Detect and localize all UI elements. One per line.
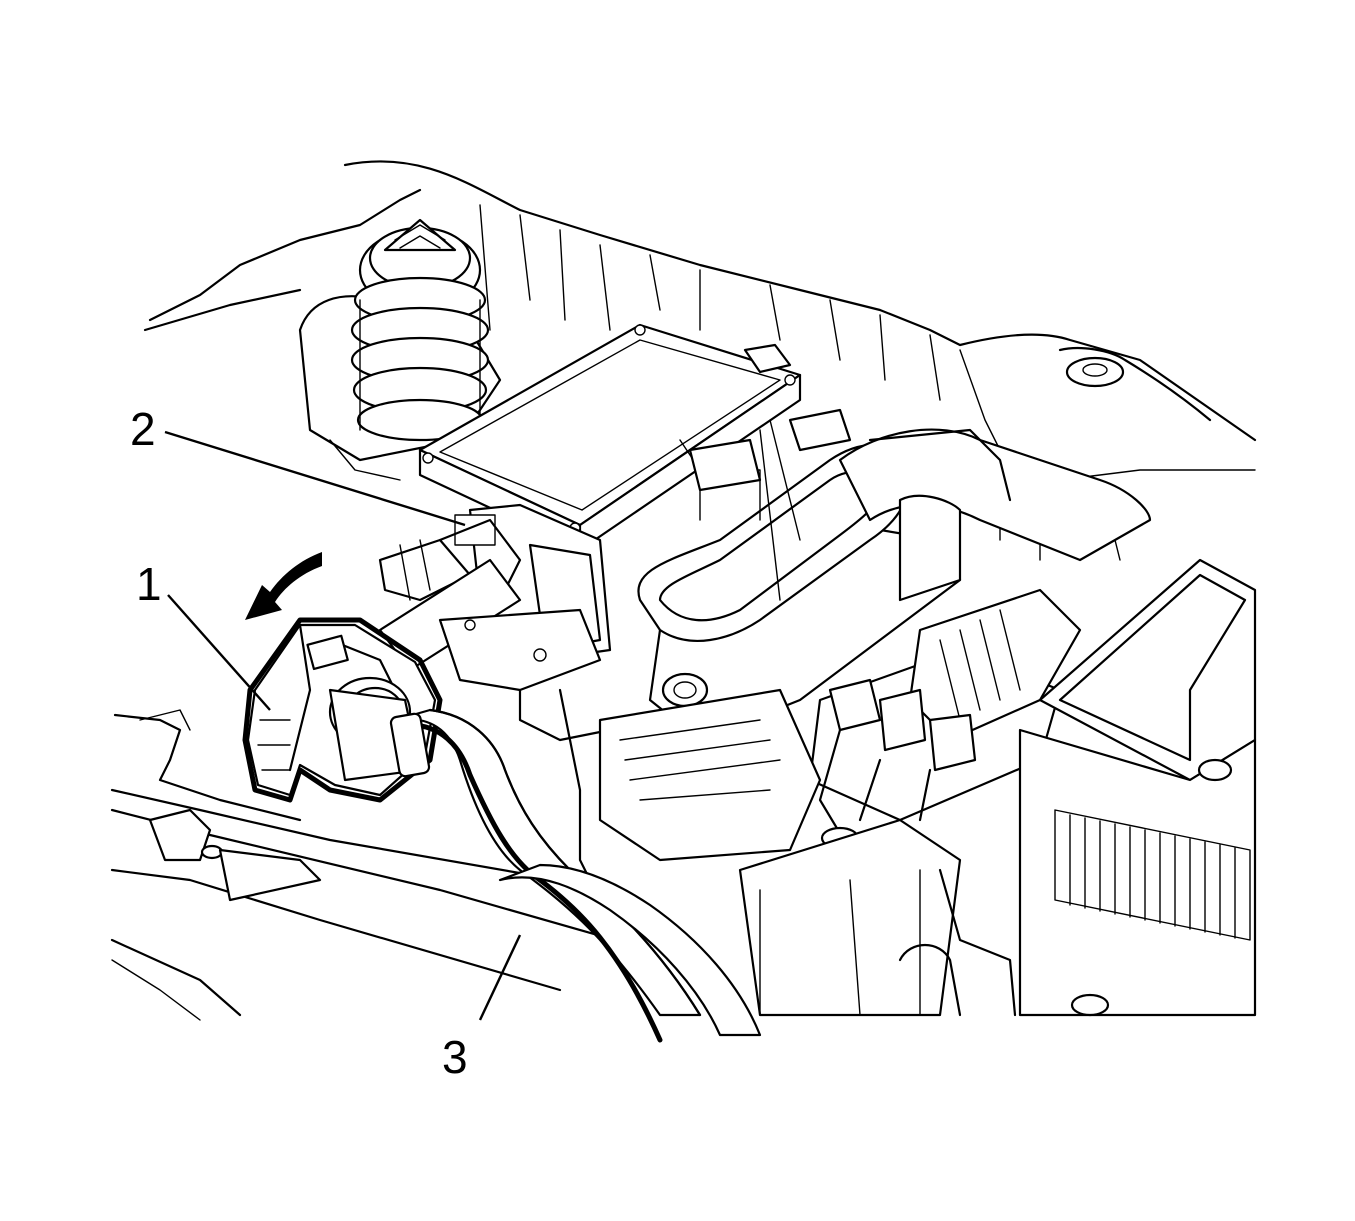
lower-structure (598, 688, 1017, 1017)
harness-hose (389, 708, 762, 1043)
strut-coil-spring (298, 218, 502, 481)
callout-2: 2 (130, 403, 466, 527)
engine-block-hoses (637, 408, 1152, 742)
control-module-cover (418, 323, 802, 552)
callout-1: 1 (136, 558, 271, 711)
callout-2-label: 2 (130, 403, 156, 455)
battery (1018, 558, 1257, 1017)
relay-box (808, 588, 1082, 852)
body-panel-outline (143, 160, 1257, 561)
callout-3-label: 3 (442, 1031, 468, 1083)
radiator-support (110, 709, 652, 1021)
callout-3: 3 (442, 934, 522, 1083)
curved-arrow-icon (245, 552, 322, 620)
callout-1-label: 1 (136, 558, 162, 610)
